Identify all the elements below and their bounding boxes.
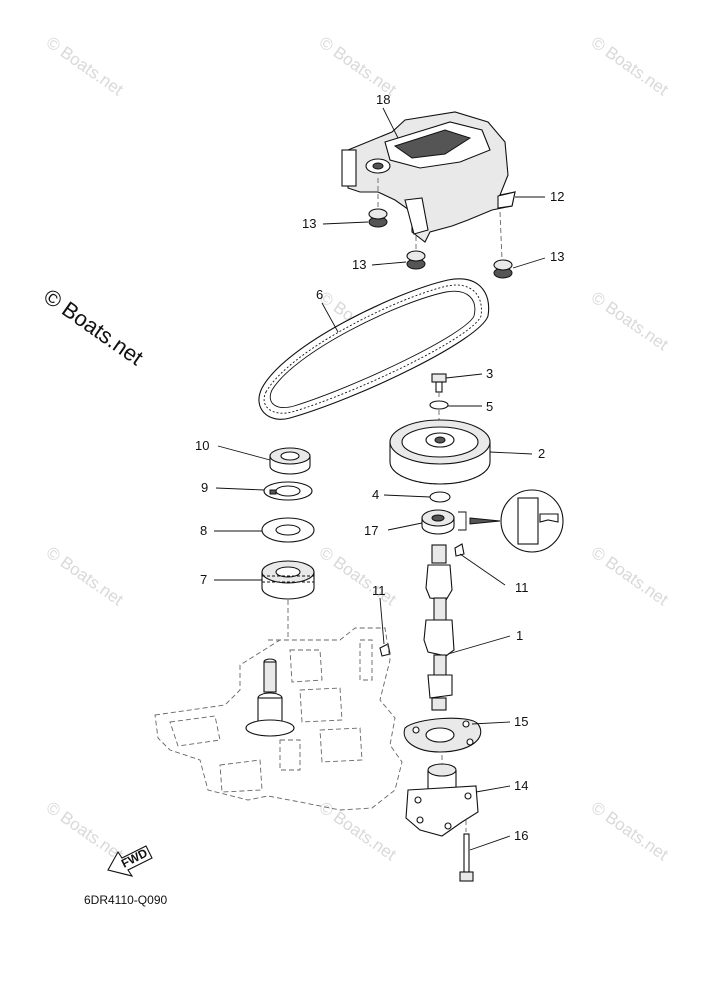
callout-15: 15 <box>514 714 528 729</box>
watermark-prominent: © Boats.net <box>39 284 148 371</box>
oil-pump-bolt <box>459 833 474 882</box>
watermark: © Boats.net <box>43 543 127 610</box>
camshaft <box>423 543 465 711</box>
leader-line <box>387 522 423 531</box>
leader-line <box>371 261 407 266</box>
callout-11: 11 <box>515 580 529 595</box>
fwd-arrow-icon: FWD <box>107 845 153 877</box>
callout-18: 18 <box>376 92 390 107</box>
bracket <box>458 511 467 531</box>
washer-4 <box>429 491 451 503</box>
washer <box>429 400 449 410</box>
leader-line <box>512 257 546 269</box>
leader-line <box>215 487 265 491</box>
leader-line <box>321 302 339 333</box>
callout-12: 12 <box>550 189 564 204</box>
woodruff-key <box>379 643 391 657</box>
callout-3: 3 <box>486 366 493 381</box>
callout-14: 14 <box>514 778 528 793</box>
leader-line <box>471 721 511 725</box>
leader-line <box>383 494 431 498</box>
timing-belt-cover <box>341 111 516 243</box>
watermark: © Boats.net <box>43 798 127 865</box>
leader-line <box>459 553 506 586</box>
lock-washer <box>263 481 313 501</box>
callout-5: 5 <box>486 399 493 414</box>
oil-pump-gasket <box>403 717 482 753</box>
callout-4: 4 <box>372 487 379 502</box>
callout-2: 2 <box>538 446 545 461</box>
callout-13: 13 <box>550 249 564 264</box>
oil-pump <box>405 763 479 837</box>
watermark: © Boats.net <box>588 33 672 100</box>
leader-line <box>475 785 511 793</box>
callout-7: 7 <box>200 572 207 587</box>
detail-inset <box>500 489 564 553</box>
leader-line <box>322 221 369 225</box>
nut <box>269 447 311 475</box>
diagram-code: 6DR4110-Q090 <box>84 893 167 907</box>
callout-13: 13 <box>352 257 366 272</box>
engine-block-outline <box>154 627 403 811</box>
callout-8: 8 <box>200 523 207 538</box>
callout-9: 9 <box>201 480 208 495</box>
leader-line <box>382 107 399 139</box>
leader-line <box>217 445 271 461</box>
grommets <box>368 178 513 279</box>
callout-16: 16 <box>514 828 528 843</box>
callout-1: 1 <box>516 628 523 643</box>
leader-line <box>489 451 533 455</box>
watermark: © Boats.net <box>316 543 400 610</box>
oil-seal <box>421 509 455 535</box>
camshaft-pulley-bolt <box>431 373 447 393</box>
watermark: © Boats.net <box>43 33 127 100</box>
callout-10: 10 <box>195 438 209 453</box>
watermark: © Boats.net <box>588 543 672 610</box>
callout-labels: 18 12 13 13 13 6 3 5 10 2 9 4 8 17 7 11 … <box>195 92 564 843</box>
leader-line <box>469 835 511 851</box>
callout-11: 11 <box>372 583 386 598</box>
driven-pulley <box>389 419 491 485</box>
callout-17: 17 <box>364 523 378 538</box>
callout-13: 13 <box>302 216 316 231</box>
leader-line <box>447 635 511 655</box>
timing-belt <box>258 278 490 420</box>
leader-line <box>379 597 385 645</box>
leader-line <box>445 373 483 379</box>
watermark: © Boats.net <box>588 798 672 865</box>
watermark: © Boats.net <box>316 33 400 100</box>
pulley-plate <box>261 517 315 543</box>
watermark: © Boats.net <box>588 288 672 355</box>
drive-pulley <box>261 560 315 600</box>
callout-6: 6 <box>316 287 323 302</box>
